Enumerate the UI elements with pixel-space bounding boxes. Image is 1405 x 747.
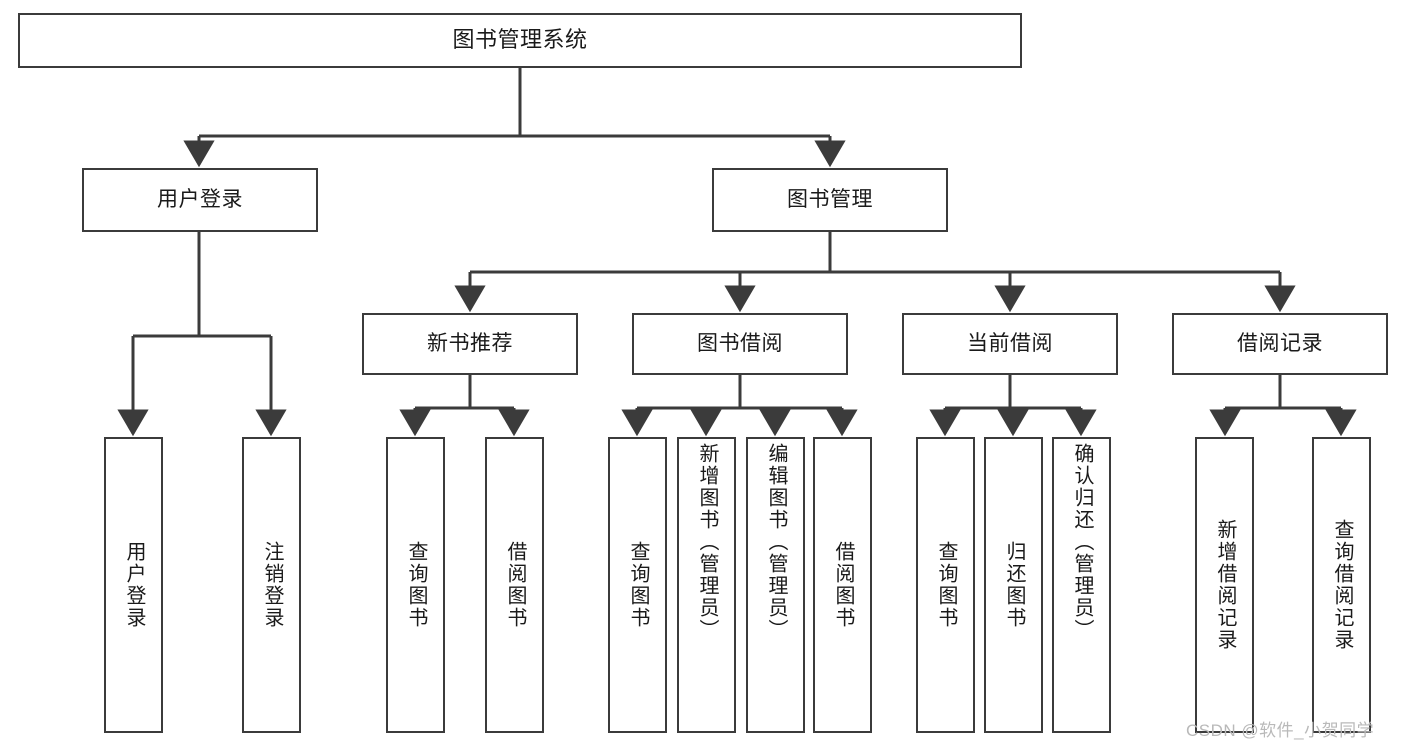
node-leaf-borrow-book-2-label: 借阅图书 [832, 541, 854, 629]
node-current-borrow[interactable]: 当前借阅 [902, 313, 1118, 375]
node-user-login[interactable]: 用户登录 [82, 168, 318, 232]
node-leaf-user-login-label: 用户登录 [123, 541, 145, 629]
node-leaf-query-book-1[interactable]: 查询图书 [386, 437, 445, 733]
node-leaf-query-book-2-label: 查询图书 [627, 541, 649, 629]
node-leaf-add-book-label: 新增图书（管理员） [696, 443, 718, 641]
node-book-manage-label: 图书管理 [787, 188, 873, 212]
node-new-book-recommend[interactable]: 新书推荐 [362, 313, 578, 375]
node-user-login-label: 用户登录 [157, 188, 243, 212]
node-borrow-record[interactable]: 借阅记录 [1172, 313, 1388, 375]
node-leaf-query-book-2[interactable]: 查询图书 [608, 437, 667, 733]
node-leaf-query-record-label: 查询借阅记录 [1331, 519, 1353, 651]
node-leaf-borrow-book-1-label: 借阅图书 [504, 541, 526, 629]
node-leaf-add-book[interactable]: 新增图书（管理员） [677, 437, 736, 733]
node-leaf-query-book-3[interactable]: 查询图书 [916, 437, 975, 733]
node-current-borrow-label: 当前借阅 [967, 332, 1053, 356]
node-leaf-add-record[interactable]: 新增借阅记录 [1195, 437, 1254, 733]
node-leaf-add-record-label: 新增借阅记录 [1214, 519, 1236, 651]
node-leaf-borrow-book-2[interactable]: 借阅图书 [813, 437, 872, 733]
node-leaf-user-login[interactable]: 用户登录 [104, 437, 163, 733]
node-leaf-logout-login-label: 注销登录 [261, 541, 283, 629]
node-leaf-query-book-1-label: 查询图书 [405, 541, 427, 629]
node-leaf-return-book-label: 归还图书 [1003, 541, 1025, 629]
node-leaf-confirm-return-label: 确认归还（管理员） [1071, 443, 1093, 641]
node-new-book-recommend-label: 新书推荐 [427, 332, 513, 356]
node-leaf-confirm-return[interactable]: 确认归还（管理员） [1052, 437, 1111, 733]
node-book-manage[interactable]: 图书管理 [712, 168, 948, 232]
node-leaf-edit-book[interactable]: 编辑图书（管理员） [746, 437, 805, 733]
node-leaf-query-book-3-label: 查询图书 [935, 541, 957, 629]
node-leaf-edit-book-label: 编辑图书（管理员） [765, 443, 787, 641]
node-book-borrow[interactable]: 图书借阅 [632, 313, 848, 375]
node-book-borrow-label: 图书借阅 [697, 332, 783, 356]
node-borrow-record-label: 借阅记录 [1237, 332, 1323, 356]
node-root-label: 图书管理系统 [452, 27, 588, 53]
node-leaf-borrow-book-1[interactable]: 借阅图书 [485, 437, 544, 733]
node-leaf-return-book[interactable]: 归还图书 [984, 437, 1043, 733]
node-leaf-query-record[interactable]: 查询借阅记录 [1312, 437, 1371, 733]
node-leaf-logout-login[interactable]: 注销登录 [242, 437, 301, 733]
csdn-watermark: CSDN @软件_小贺同学 [1186, 721, 1375, 740]
node-root[interactable]: 图书管理系统 [18, 13, 1022, 68]
